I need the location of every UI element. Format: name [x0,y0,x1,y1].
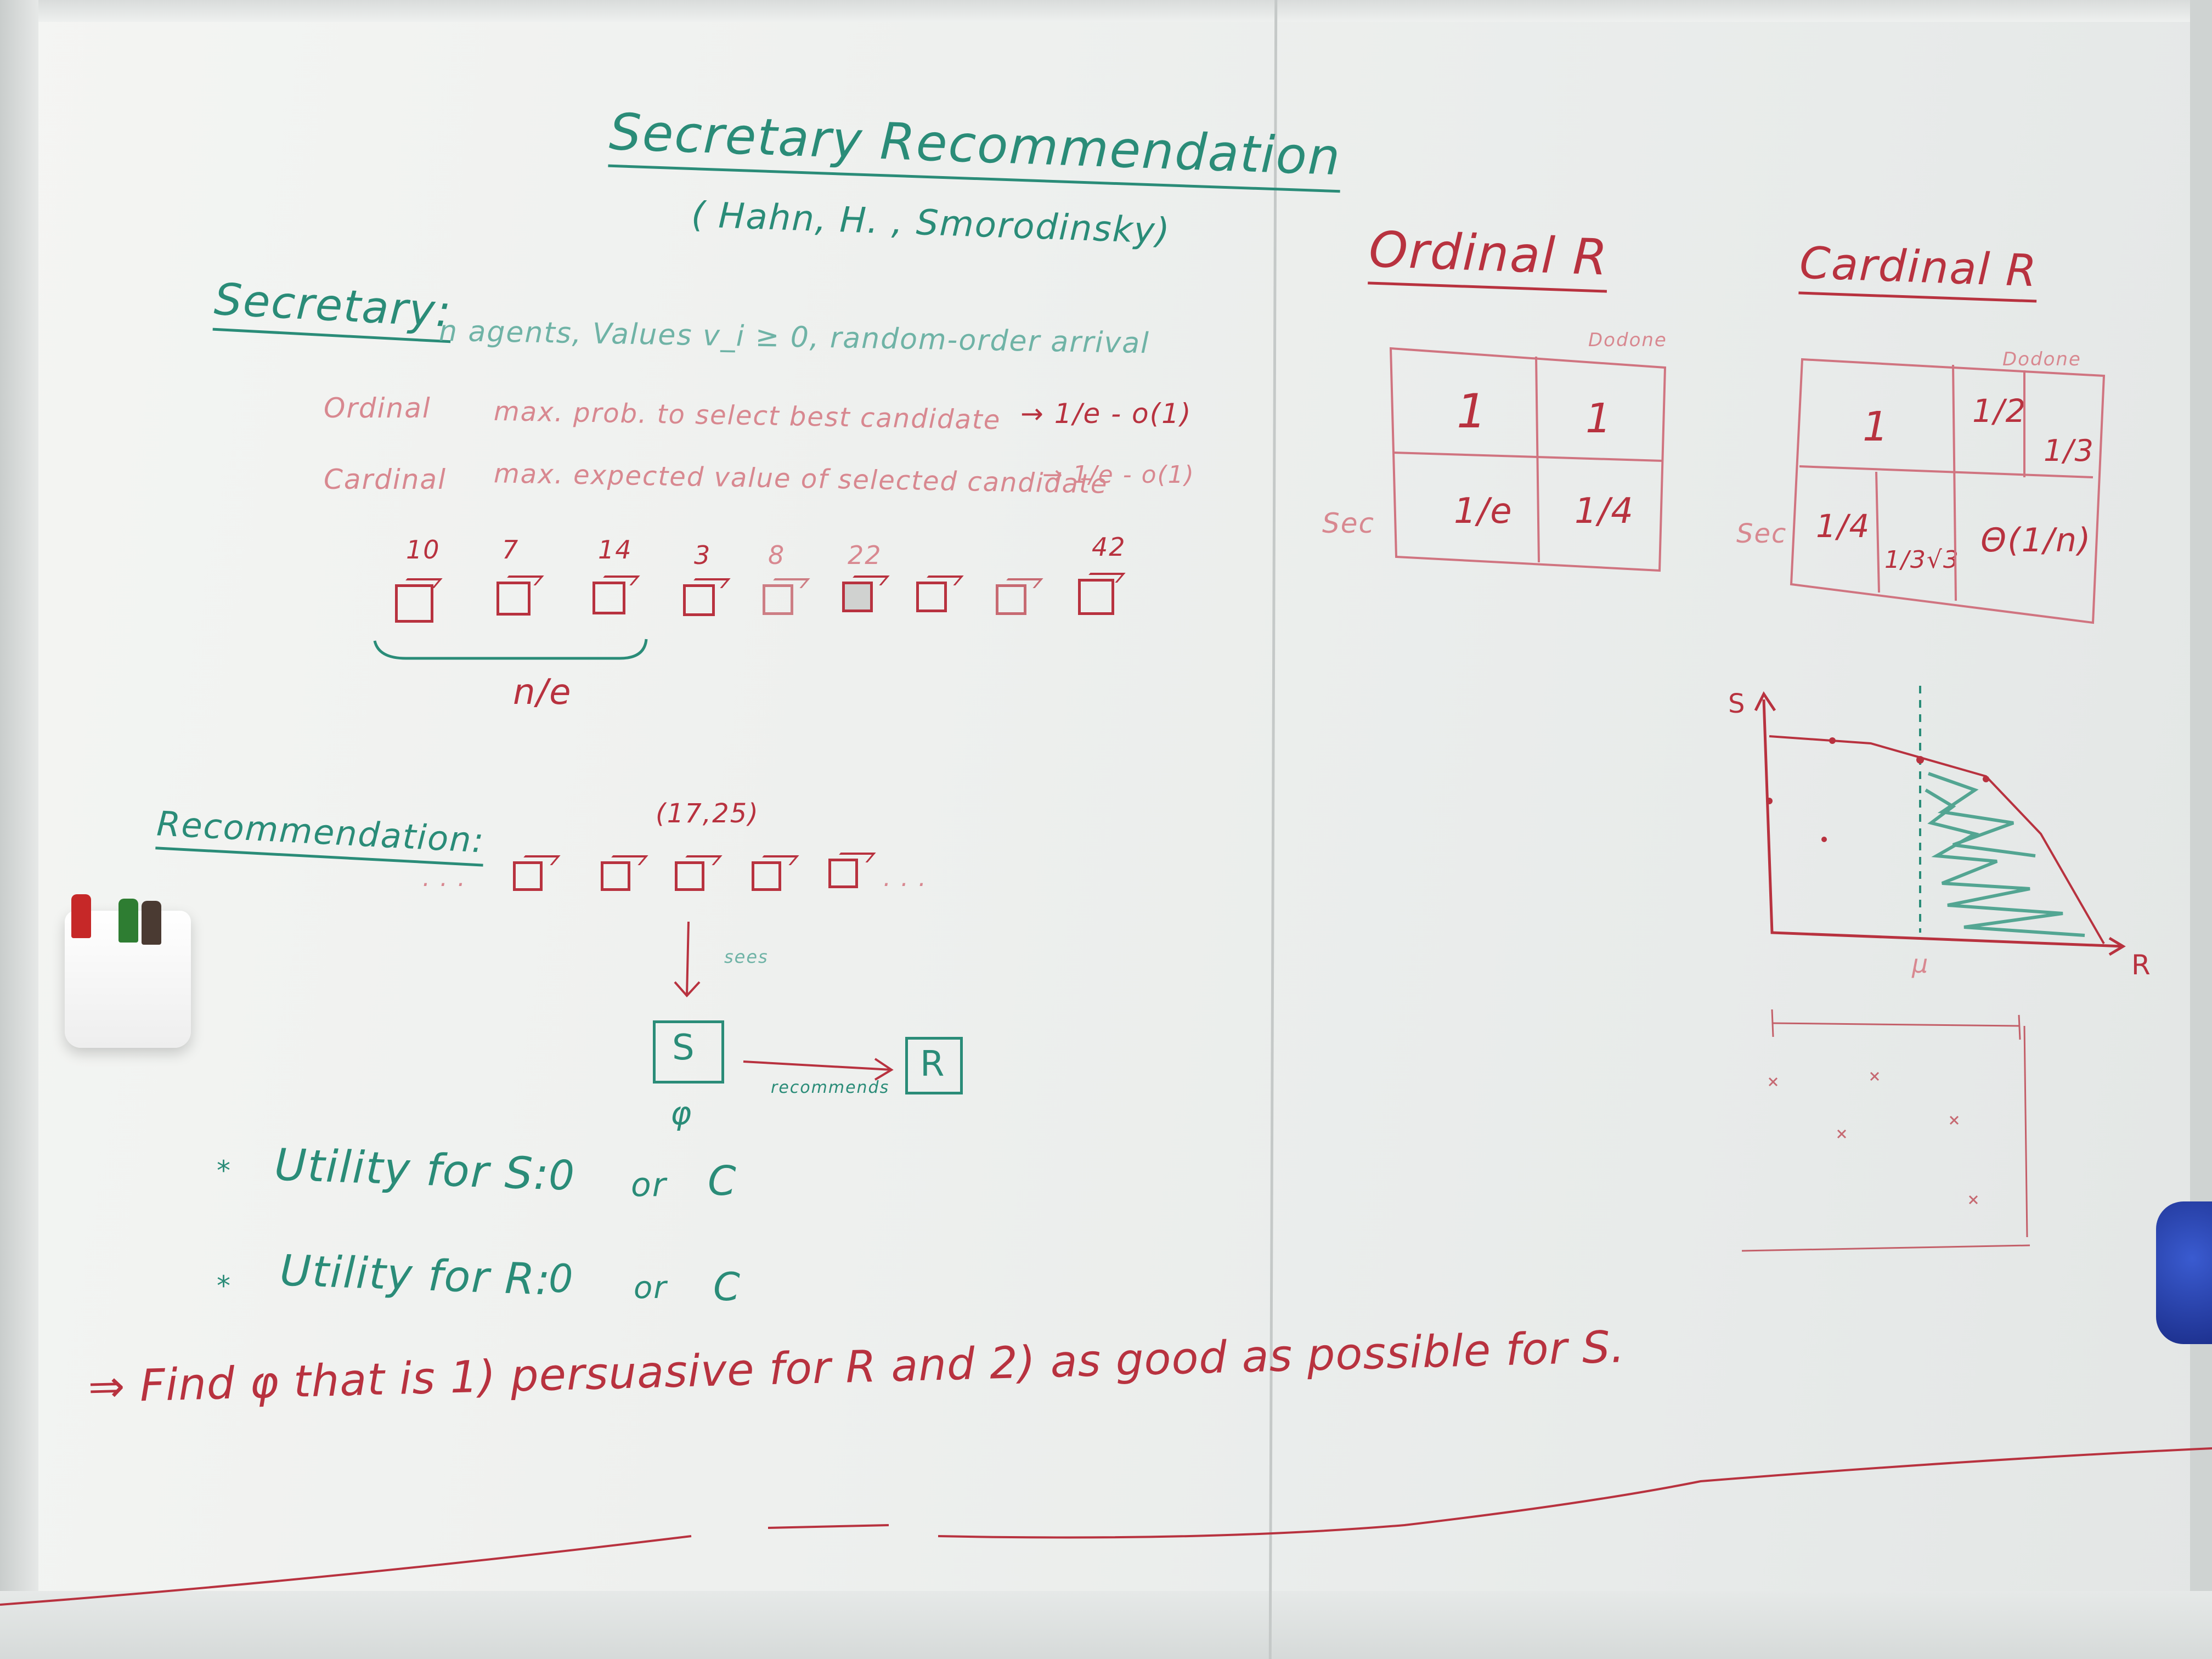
brace-label: n/e [513,672,572,713]
board-frame-bottom [0,1591,2212,1659]
rec-box [828,859,858,888]
rec-box [752,861,781,891]
plot-points [1766,737,1989,842]
seq-value: 14 [598,535,633,565]
board-frame-top [0,0,2212,22]
cardinal-row-label: Sec [1736,518,1787,549]
board-frame-left [0,0,38,1659]
lower-scatter-points [1768,1071,1978,1205]
candidate-box [996,584,1026,615]
bottom-line [0,1447,2212,1606]
utility-bullet: * [217,1155,232,1187]
tuple-label: (17,25) [656,798,759,829]
candidate-box [916,582,947,612]
candidate-box [683,584,715,616]
utility-a: 0 [549,1256,574,1301]
receiver-box-label: R [920,1044,946,1085]
utility-bullet: * [217,1270,232,1302]
plot-shaded-region [1925,772,2085,937]
candidate-box [1078,579,1114,615]
rec-box [513,861,543,891]
cardinal-cell: 1/3√3 [1884,546,1960,574]
green-marker [119,899,138,943]
board-frame-right [2190,0,2212,1659]
ordinal-grid [1389,347,1667,572]
sees-label: sees [724,946,769,967]
seq-value: 42 [1092,532,1126,562]
marker-holder [65,894,191,1048]
ordinal-cell: 1 [1585,395,1613,442]
ordinal-cell: 1/e [1454,491,1513,532]
seq-value: 7 [502,535,520,565]
seq-value: 3 [694,540,712,570]
ordinal-result: → 1/e - o(1) [1020,398,1192,430]
cardinal-grid [1790,358,2106,624]
recommends-arrow [743,1058,894,1081]
utility-b: C [713,1265,741,1310]
utility-a: 0 [549,1152,576,1199]
sender-box-label: S [672,1028,696,1068]
utility-b: C [708,1158,737,1205]
cardinal-result: → 1/e - o(1) [1042,461,1195,489]
dark-marker [142,901,161,945]
utility-or: or [634,1270,668,1306]
ordinal-label: Ordinal [324,392,431,424]
rec-box [675,861,704,891]
candidate-box [842,582,873,612]
plot-axes [1754,691,2126,956]
plot-x-label: R [2131,949,2152,981]
cardinal-col-label: Dodone [2002,348,2081,370]
seq-value: 22 [848,540,882,570]
utility-or: or [631,1166,667,1204]
plot-mu-label: μ [1912,949,1929,979]
cardinal-cell: 1 [1863,403,1890,450]
phi-label: φ [670,1094,693,1132]
rec-box [601,861,630,891]
ordinal-row-label: Sec [1322,507,1375,539]
cardinal-cell: Θ(1/n) [1980,521,2092,560]
red-marker [71,894,91,938]
ordinal-col-label: Dodone [1588,329,1667,351]
candidate-box [395,584,433,623]
lower-scatter-box [1741,1009,2030,1252]
ordinal-cell: 1 [1457,384,1488,439]
dots-right: . . . [883,864,927,892]
cardinal-label: Cardinal [324,464,447,495]
seq-value: 8 [768,540,786,570]
receiver-box: R [905,1037,963,1094]
cardinal-cell: 1/3 [2044,433,2095,468]
seq-value: 10 [406,535,441,565]
cardinal-cell: 1/2 [1972,392,2027,430]
blue-magnet [2156,1201,2212,1344]
dots-left: . . . [422,864,466,892]
candidate-box [763,584,793,615]
plot-y-label: S [1728,689,1746,719]
candidate-box [592,582,625,614]
ordinal-cell: 1/4 [1575,491,1634,532]
sees-arrow [674,921,701,997]
recommends-label: recommends [771,1078,890,1097]
cardinal-cell: 1/4 [1816,507,1871,545]
candidate-box [496,582,531,616]
sender-box: S [653,1020,724,1084]
brace-mark [373,639,648,660]
